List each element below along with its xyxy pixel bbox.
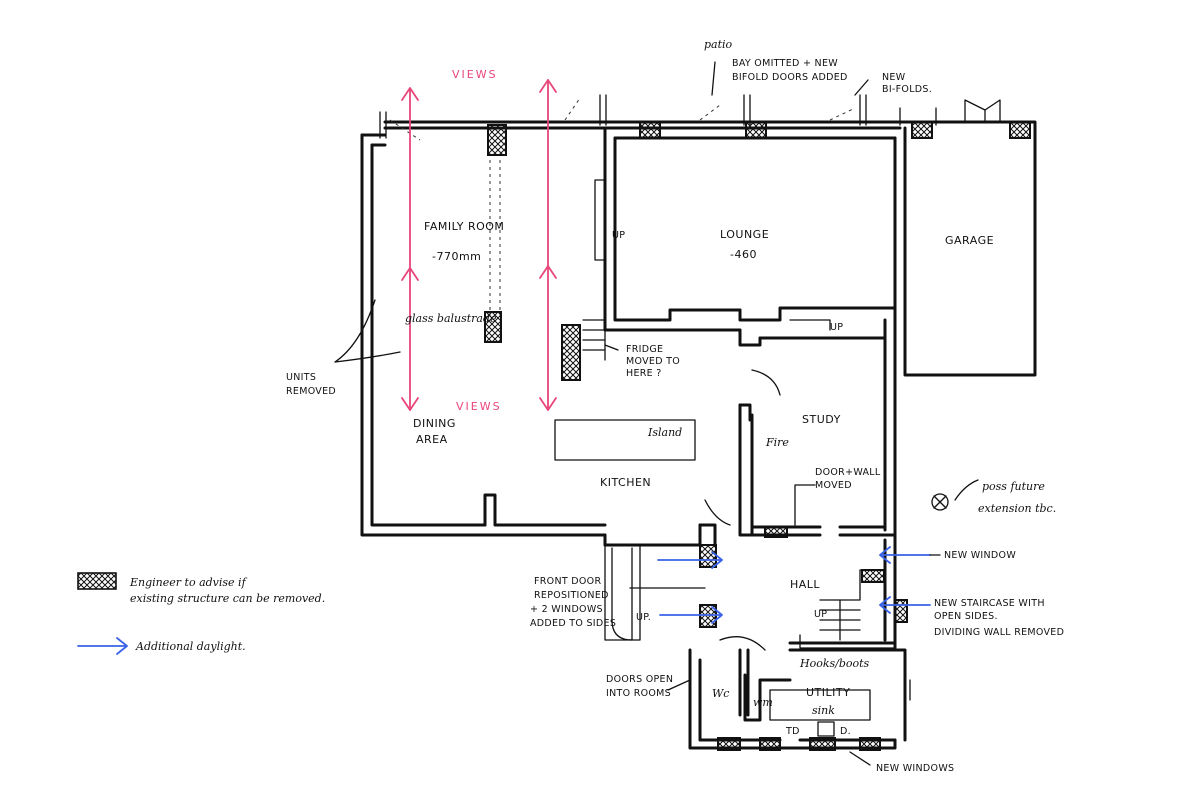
hall-label: HALL [790,578,820,591]
door-wall-note-2: MOVED [815,480,852,491]
front-door-note-4: ADDED TO SIDES [530,618,616,629]
d-label: D. [840,726,851,737]
up-lounge-note: UP [612,230,625,241]
fridge-note-3: HERE ? [626,368,662,379]
study-label: STUDY [802,413,841,426]
up-stairs-note: UP [814,609,827,620]
island-label: Island [647,426,682,439]
td-label: TD [785,726,800,737]
bay-note-2: BIFOLD DOORS ADDED [732,72,848,83]
fridge-note-2: MOVED TO [626,356,680,367]
garage-label: GARAGE [945,234,994,247]
bay-note-1: BAY OMITTED + NEW [732,58,838,69]
door-wall-note-1: DOOR+WALL [815,467,881,478]
doors-open-note-1: DOORS OPEN [606,674,673,685]
annotations: patio BAY OMITTED + NEW BIFOLD DOORS ADD… [286,38,1064,774]
kitchen-label: KITCHEN [600,476,651,489]
up-lounge-note-2: UP [830,322,843,333]
daylight-arrows [77,546,931,655]
lounge-level: -460 [730,248,757,261]
lounge-label: LOUNGE [720,228,769,241]
room-labels: FAMILY ROOM -770mm LOUNGE -460 GARAGE DI… [413,220,994,737]
views-label-top: VIEWS [452,68,498,81]
dining-label-2: AREA [416,433,448,446]
legend-engineer-1: Engineer to advise if [129,576,248,589]
walls [360,120,1037,750]
leader-lines [334,61,979,766]
family-room-level: -770mm [432,250,481,263]
glass-balustrade-note: glass balustrade [405,312,497,325]
units-removed-note-1: UNITS [286,372,316,383]
staircase-note-3: DIVIDING WALL REMOVED [934,627,1064,638]
dining-label-1: DINING [413,417,456,430]
windows-top [379,94,1001,141]
hooks-boots-note: Hooks/boots [799,657,870,670]
hatched-structures [484,121,1031,751]
legend: Engineer to advise if existing structure… [77,572,325,653]
wc-label: Wc [712,687,729,700]
utility-label: UTILITY [806,686,850,699]
patio-note: patio [704,38,733,51]
legend-daylight: Additional daylight. [135,640,246,653]
new-bifolds-note-2: BI-FOLDS. [882,84,932,95]
new-window-note: NEW WINDOW [944,550,1016,561]
legend-hatch-swatch [77,572,117,590]
front-door-note-2: REPOSITIONED [534,590,609,601]
front-door-note-3: + 2 WINDOWS [530,604,603,615]
views-label-bottom: VIEWS [456,400,502,413]
steps [582,179,896,649]
future-note-2: extension tbc. [978,502,1056,515]
sink-label: sink [812,704,835,717]
wm-label: wm [753,696,773,709]
future-note-1: poss future [982,480,1045,493]
units-removed-note-2: REMOVED [286,386,336,397]
fire-label: Fire [765,436,789,449]
views-arrows [401,79,557,411]
fridge-note-1: FRIDGE [626,344,663,355]
staircase-note-1: NEW STAIRCASE WITH [934,598,1045,609]
up-hall-note: UP. [636,612,651,623]
staircase-note-2: OPEN SIDES. [934,611,998,622]
legend-engineer-2: existing structure can be removed. [130,592,325,605]
new-windows-note: NEW WINDOWS [876,763,954,774]
furniture [554,369,949,737]
doors-open-note-2: INTO ROOMS [606,688,671,699]
front-door-note-1: FRONT DOOR [534,576,601,587]
family-room-label: FAMILY ROOM [424,220,504,233]
new-bifolds-note-1: NEW [882,72,906,83]
